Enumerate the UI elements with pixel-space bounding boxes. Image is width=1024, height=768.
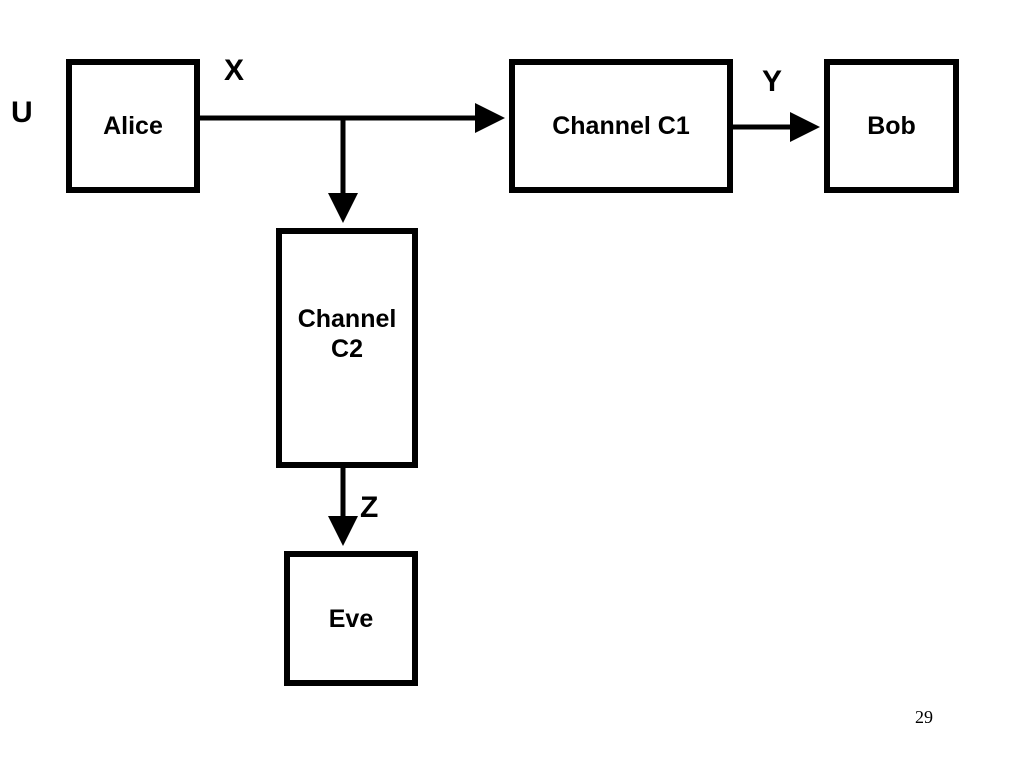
channel-c2-label-line1: Channel [297,305,397,333]
bob-box: Bob [824,59,959,193]
variable-z-label: Z [360,491,379,524]
variable-x-label: X [224,54,245,87]
alice-box: Alice [66,59,200,193]
eve-label: Eve [328,604,374,633]
eve-box: Eve [284,551,418,686]
variable-u-label: U [11,96,33,129]
page-number: 29 [915,707,933,727]
alice-label: Alice [103,112,163,140]
channel-c1-box: Channel C1 [509,59,733,193]
channel-c2-box: Channel C2 [276,228,418,468]
channel-c1-label: Channel C1 [552,112,690,140]
bob-label: Bob [867,112,916,140]
channel-c2-label-line2: C2 [331,335,363,363]
variable-y-label: Y [762,65,783,98]
